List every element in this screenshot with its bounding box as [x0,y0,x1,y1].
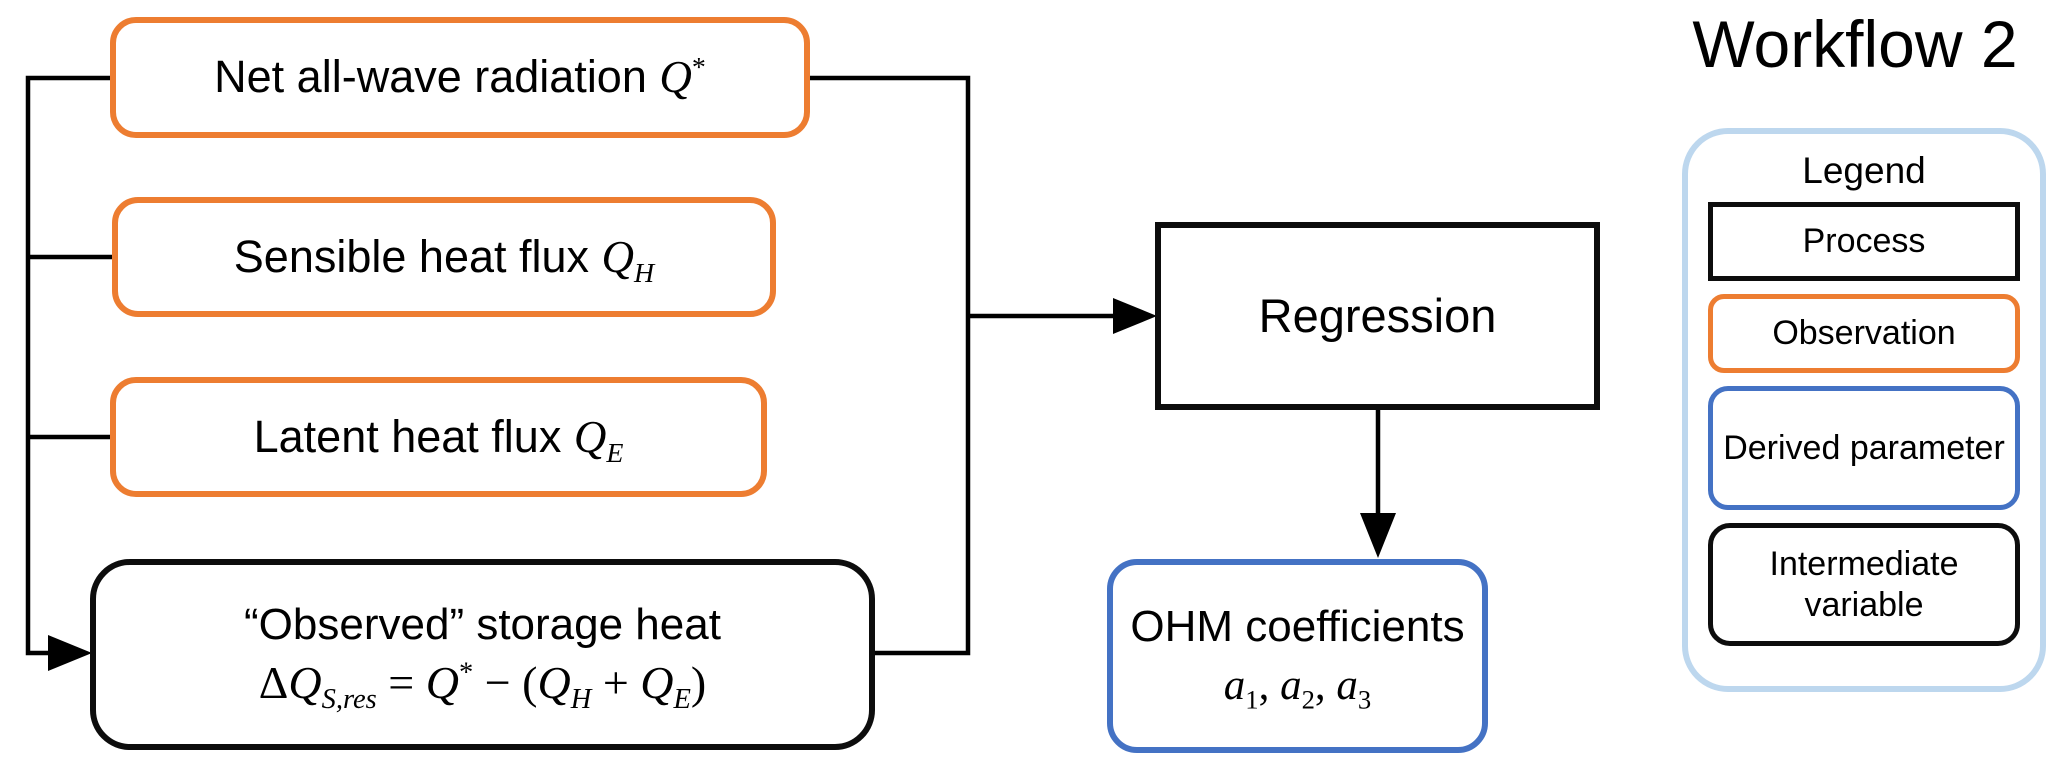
arrow-into-observed-storage [48,635,92,671]
legend-panel: Legend Process Observation Derived param… [1682,128,2046,692]
node-latent-heat-flux-label: Latent heat flux QE [253,410,624,469]
node-net-all-wave-radiation-label: Net all-wave radiation Q* [214,51,706,103]
legend-item-process: Process [1708,202,2020,281]
page-title: Workflow 2 [1692,7,2018,81]
node-net-all-wave-radiation: Net all-wave radiation Q* [110,17,810,138]
node-sensible-heat-flux: Sensible heat flux QH [112,197,776,317]
node-sensible-heat-flux-label: Sensible heat flux QH [233,230,655,289]
observed-storage-heat-equation: ΔQS,res = Q* − (QH + QE) [258,657,707,716]
legend-item-intermediate-variable: Intermediate variable [1708,523,2020,646]
node-regression: Regression [1155,222,1600,410]
observed-storage-heat-title: “Observed” storage heat [244,599,721,649]
arrow-into-ohm [1360,513,1396,558]
feed-bus-line [806,75,1114,656]
node-latent-heat-flux: Latent heat flux QE [110,377,767,497]
ohm-coefficients-title: OHM coefficients [1130,601,1465,651]
legend-item-derived-parameter: Derived parameter [1708,386,2020,510]
node-ohm-coefficients: OHM coefficients a1, a2, a3 [1107,559,1488,753]
ohm-coefficients-symbols: a1, a2, a3 [1223,661,1372,715]
node-observed-storage-heat: “Observed” storage heat ΔQS,res = Q* − (… [90,559,875,750]
arrow-into-regression [1113,298,1157,334]
input-bus-line [25,75,118,656]
legend-item-observation: Observation [1708,294,2020,373]
node-regression-label: Regression [1258,289,1497,343]
legend-heading: Legend [1802,150,1926,191]
